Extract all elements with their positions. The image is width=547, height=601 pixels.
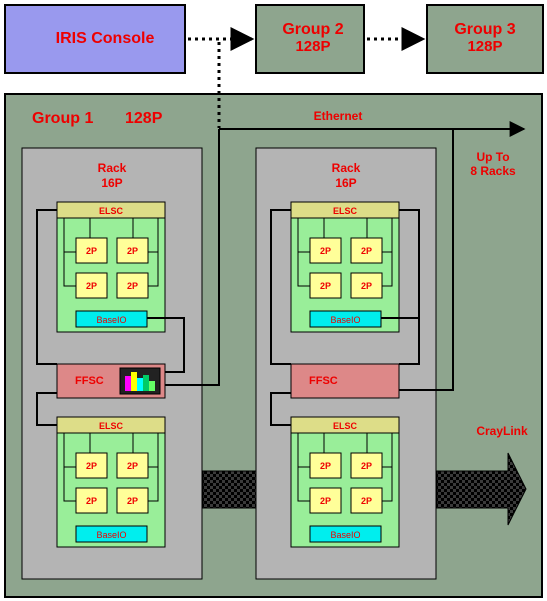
cpu-label: 2P (320, 246, 331, 256)
baseio-label: BaseIO (330, 315, 360, 325)
rack-1-module-top: ELSC 2P 2P 2P 2P BaseIO (56, 201, 166, 333)
cpu-label: 2P (86, 246, 97, 256)
cpu-node (75, 237, 108, 264)
elsc-label: ELSC (333, 421, 358, 431)
module-wiring (63, 433, 159, 502)
cpu-label: 2P (361, 246, 372, 256)
cpu-label: 2P (127, 496, 138, 506)
module-board (290, 416, 400, 548)
cpu-label: 2P (86, 281, 97, 291)
cpu-node (75, 452, 108, 479)
baseio-label: BaseIO (96, 530, 126, 540)
baseio-label: BaseIO (330, 530, 360, 540)
racks-count-label: 8 Racks (470, 164, 516, 178)
cpu-label: 2P (320, 461, 331, 471)
baseio-box (75, 525, 148, 543)
cpu-label: 2P (320, 496, 331, 506)
ethernet-label: Ethernet (314, 109, 363, 123)
rack-1-title: Rack (98, 161, 127, 175)
elsc-label: ELSC (99, 421, 124, 431)
cpu-node (116, 487, 149, 514)
cpu-label: 2P (127, 281, 138, 291)
group-2-name: Group 2 (282, 21, 343, 38)
module-wiring (297, 218, 393, 287)
rack-1-module-bottom: ELSC 2P 2P 2P 2P BaseIO (56, 416, 166, 548)
iris-console-label: IRIS Console (56, 30, 155, 47)
rack-2-elsc-right-wire (399, 209, 420, 365)
rack-2-ethernet-drop (399, 129, 454, 391)
group-3-box (426, 4, 544, 74)
rack-2-procs: 16P (335, 176, 356, 190)
module-board (290, 201, 400, 333)
rack-2-module-bottom: ELSC 2P 2P 2P 2P BaseIO (290, 416, 400, 548)
cpu-node (116, 272, 149, 299)
group-2-box (255, 4, 365, 74)
cpu-label: 2P (127, 461, 138, 471)
cpu-label: 2P (86, 461, 97, 471)
cpu-label: 2P (320, 281, 331, 291)
rack-1-ffsc-label: FFSC (75, 375, 104, 387)
module-board (56, 416, 166, 548)
up-to-label: Up To (476, 150, 509, 164)
elsc-label: ELSC (333, 206, 358, 216)
cpu-label: 2P (127, 246, 138, 256)
cpu-node (350, 272, 383, 299)
rack-1-ffsc-elsc-wire (36, 392, 57, 426)
group-3-name: Group 3 (454, 21, 515, 38)
craylink-connector (202, 470, 257, 509)
rack-2-ffsc (290, 363, 400, 399)
group-3-procs: 128P (467, 38, 502, 55)
cpu-node (350, 237, 383, 264)
craylink-label: CrayLink (476, 424, 528, 438)
rack-2-module-top: ELSC 2P 2P 2P 2P BaseIO (290, 201, 400, 333)
rack-2-elsc-ffsc-wire (270, 209, 291, 365)
cpu-node (75, 272, 108, 299)
rack-2-ffsc-elsc-wire (270, 392, 291, 426)
cpu-node (116, 452, 149, 479)
rack-1-procs: 16P (101, 176, 122, 190)
cpu-node (350, 487, 383, 514)
module-wiring (63, 218, 159, 287)
group-1-procs: 128P (125, 110, 163, 127)
cpu-label: 2P (361, 281, 372, 291)
iris-console-box (4, 4, 186, 74)
rack-1-baseio-ffsc-wire (147, 317, 185, 373)
group-1-name: Group 1 (32, 110, 93, 127)
cpu-node (116, 237, 149, 264)
rack-2-ffsc-label: FFSC (309, 375, 338, 387)
cpu-node (309, 237, 342, 264)
cpu-node (309, 452, 342, 479)
elsc-label: ELSC (99, 206, 124, 216)
cpu-node (75, 487, 108, 514)
module-board (56, 201, 166, 333)
cpu-node (309, 487, 342, 514)
cpu-node (350, 452, 383, 479)
cpu-label: 2P (86, 496, 97, 506)
rack-1-ethernet-drop (165, 129, 220, 386)
module-wiring (297, 433, 393, 502)
group-2-procs: 128P (295, 38, 330, 55)
ffsc-display-icon (119, 367, 161, 395)
cpu-node (309, 272, 342, 299)
rack-2-title: Rack (332, 161, 361, 175)
rack-1-elsc-ffsc-wire (36, 209, 57, 365)
cpu-label: 2P (361, 496, 372, 506)
baseio-label: BaseIO (96, 315, 126, 325)
baseio-box (309, 525, 382, 543)
craylink-arrow (436, 452, 527, 526)
cpu-label: 2P (361, 461, 372, 471)
